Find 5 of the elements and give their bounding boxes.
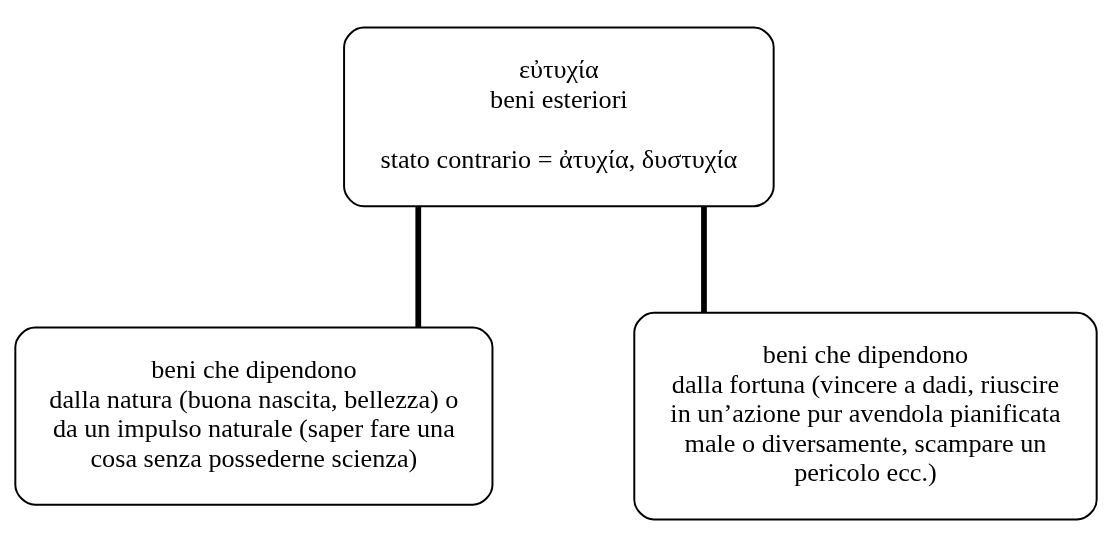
connector bbox=[415, 206, 422, 328]
node-box: beni che dipendono dalla natura (buona nascita, bellezza) o da un impulso naturale (saper fare una cosa senza possederne scienza) bbox=[14, 326, 494, 506]
node-box: beni che dipendono dalla fortuna (vincere a dadi, riuscire in un’azione pur avendola pianificata male o diversamente, scampare un pericolo ecc.) bbox=[633, 311, 1098, 521]
connector bbox=[701, 206, 707, 313]
node-box: εὐτυχία beni esteriori stato contrario = ἀτυχία, δυστυχία bbox=[343, 26, 775, 208]
